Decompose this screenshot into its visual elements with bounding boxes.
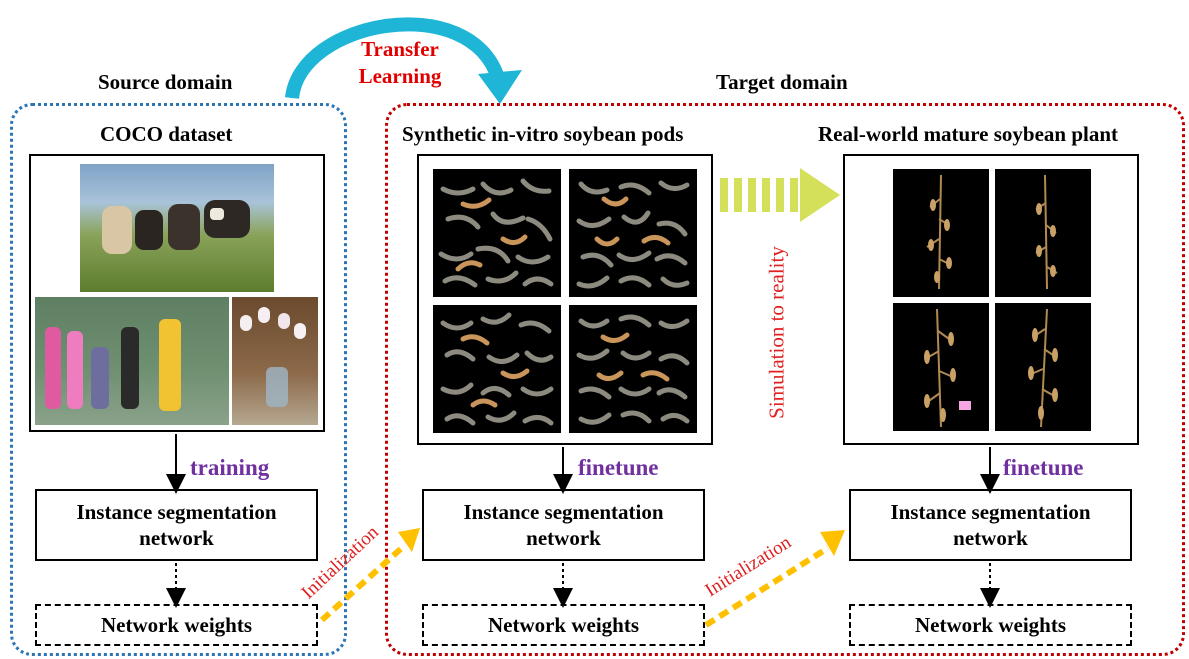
- pods-image-4: [569, 305, 697, 433]
- source-weights-box: Network weights: [35, 604, 318, 646]
- plant-image-4: [995, 303, 1091, 431]
- cows-photo: [80, 164, 274, 292]
- coco-dataset-title: COCO dataset: [100, 122, 233, 146]
- plant-image-1: [893, 169, 989, 297]
- plant-pattern-1: [926, 174, 952, 290]
- source-domain-heading: Source domain: [98, 70, 233, 94]
- coco-image-frame: [29, 154, 325, 432]
- pods-image-3: [433, 305, 561, 433]
- pods-pattern-2: [576, 180, 690, 289]
- source-network-line2: network: [139, 526, 214, 550]
- real-plant-frame: [843, 154, 1139, 445]
- target-domain-frame: [385, 103, 1185, 656]
- kids-tennis-photo: [35, 297, 229, 425]
- source-network-line1: Instance segmentation: [76, 499, 277, 524]
- synthetic-network-line2: network: [526, 526, 601, 550]
- plant-image-3: [893, 303, 989, 431]
- transfer-label-line2: Learning: [358, 64, 442, 88]
- plant-pattern-4: [1028, 308, 1058, 428]
- training-label: training: [190, 455, 270, 480]
- synthetic-pods-title: Synthetic in-vitro soybean pods: [402, 122, 684, 146]
- plant-pattern-3: [924, 308, 971, 428]
- pods-pattern-1: [438, 178, 554, 288]
- plant-pattern-2: [1035, 174, 1058, 290]
- synthetic-pods-frame: [417, 154, 713, 445]
- pods-image-1: [433, 169, 561, 297]
- synthetic-weights-box: Network weights: [422, 604, 705, 646]
- pods-image-2: [569, 169, 697, 297]
- transfer-label-line1: Transfer: [361, 37, 439, 61]
- source-domain-frame: [10, 103, 347, 656]
- transfer-learning-label: Transfer Learning: [350, 36, 450, 90]
- simulation-to-reality-label: Simulation to reality: [764, 246, 789, 419]
- plant-image-2: [995, 169, 1091, 297]
- real-network-line1: Instance segmentation: [890, 499, 1091, 524]
- transfer-learning-arrowhead: [478, 70, 522, 104]
- pods-pattern-4: [576, 314, 690, 425]
- pods-pattern-3: [440, 312, 554, 426]
- tulips-photo: [232, 297, 318, 425]
- target-domain-heading: Target domain: [716, 70, 848, 94]
- synthetic-network-line1: Instance segmentation: [463, 499, 664, 524]
- real-network-line2: network: [953, 526, 1028, 550]
- real-weights-box: Network weights: [849, 604, 1132, 646]
- real-plant-title: Real-world mature soybean plant: [818, 122, 1119, 146]
- finetune-label-synthetic: finetune: [578, 455, 659, 480]
- finetune-label-real: finetune: [1003, 455, 1084, 480]
